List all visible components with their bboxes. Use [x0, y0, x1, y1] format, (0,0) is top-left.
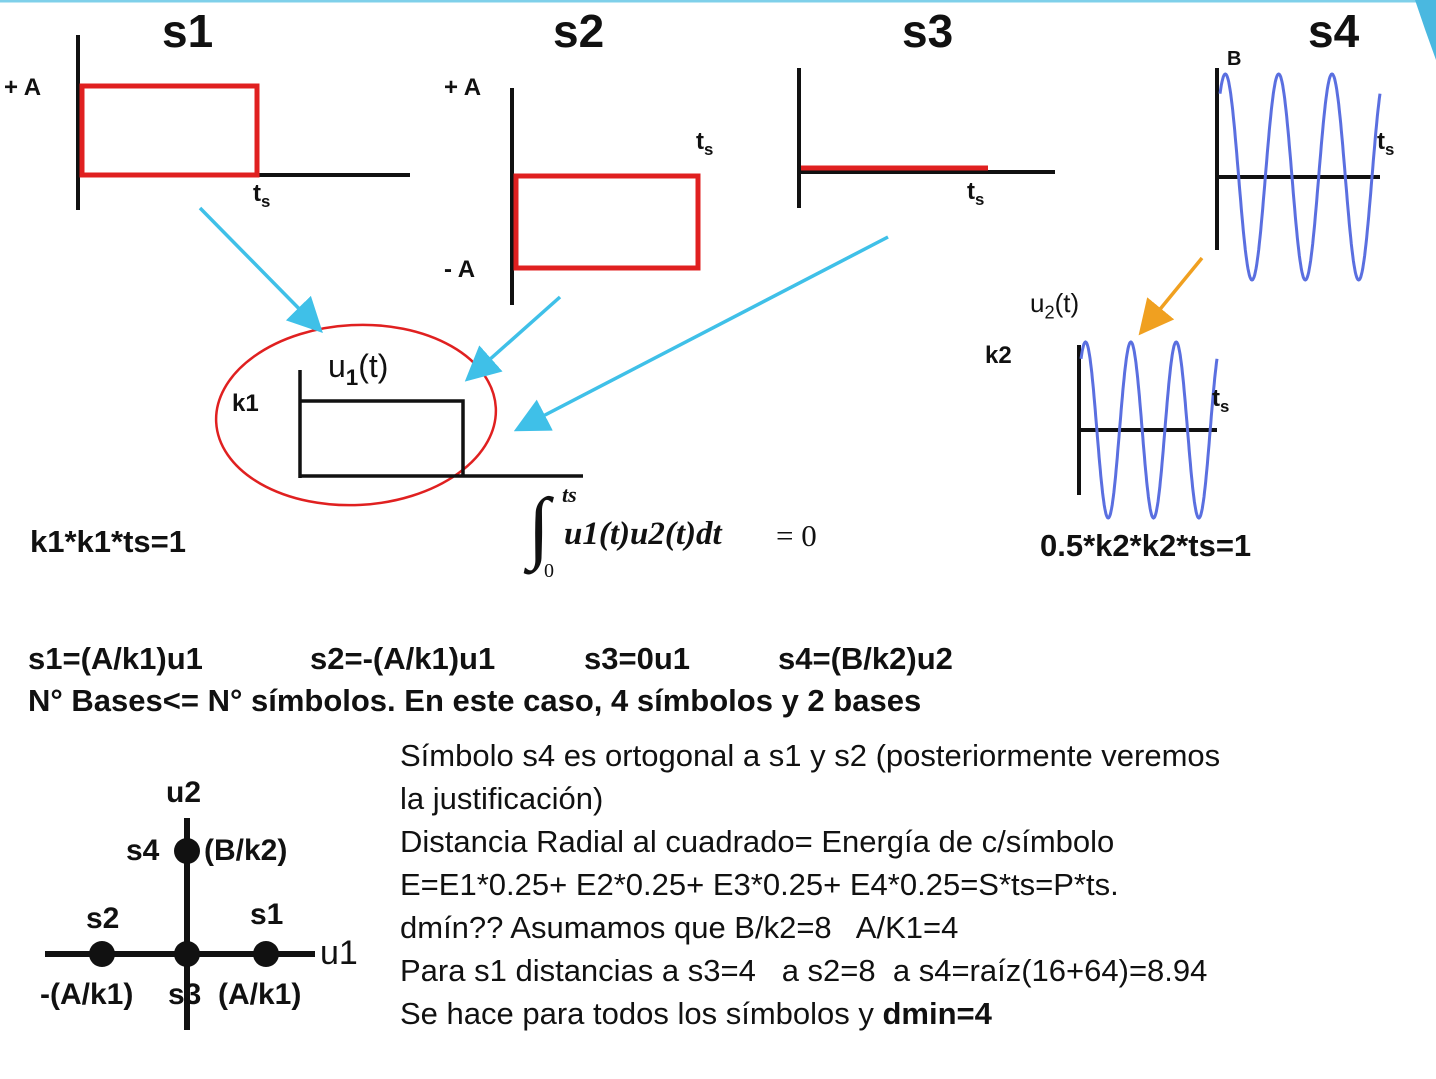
s4-ts-label: ts	[1377, 128, 1394, 160]
u1-title-sub: 1	[345, 364, 359, 390]
s2-ts-t: t	[696, 128, 704, 155]
arrow-s1-to-u1	[198, 206, 323, 333]
u1-title-u: u	[328, 348, 346, 384]
basis-u1-plot	[214, 323, 583, 507]
s1-title: s1	[162, 5, 214, 57]
s3-ts-label: ts	[967, 178, 984, 210]
u2-ts-t: t	[1212, 385, 1220, 412]
expression-s4: s4=(B/k2)u2	[778, 641, 953, 676]
integral-rhs: = 0	[776, 518, 817, 553]
constellation-s3-label: s3	[168, 978, 202, 1011]
s4-amplitude-label: B	[1227, 48, 1242, 70]
u2-title-rest: (t)	[1054, 288, 1080, 318]
constellation-plot	[45, 818, 315, 1030]
constellation-s2-label: s2	[86, 902, 120, 935]
u1-title: u1(t)	[328, 348, 388, 391]
note-line-7-text: Se hace para todos los símbolos y	[400, 996, 883, 1031]
note-line-7: Se hace para todos los símbolos y dmin=4	[400, 992, 1420, 1035]
constellation-s4-label: s4	[126, 834, 160, 867]
arrow-s2-to-u1	[464, 295, 562, 382]
orthogonality-integral: ∫ ts 0 u1(t)u2(t)dt = 0	[528, 482, 848, 582]
signal-s3-plot	[797, 68, 1055, 208]
s4-sine-wave	[1218, 72, 1382, 282]
s3-ts-s: s	[975, 189, 985, 209]
norm-equation-k2: 0.5*k2*k2*ts=1	[1040, 528, 1252, 563]
constellation-point-s2	[89, 941, 115, 967]
note-line-4: E=E1*0.25+ E2*0.25+ E3*0.25+ E4*0.25=S*t…	[400, 867, 1119, 902]
u1-title-rest: (t)	[358, 348, 389, 384]
s4-ts-t: t	[1377, 128, 1385, 155]
u2-title-u: u	[1030, 288, 1045, 318]
constellation-point-s3	[174, 941, 200, 967]
u1-k1-label: k1	[232, 390, 259, 417]
u2-title-sub: 2	[1044, 302, 1055, 323]
note-line-1: Símbolo s4 es ortogonal a s1 y s2 (poste…	[400, 738, 1221, 773]
expression-s3: s3=0u1	[584, 641, 691, 676]
s3-title: s3	[902, 5, 954, 57]
s4-title: s4	[1308, 5, 1360, 57]
constellation-point-s1	[253, 941, 279, 967]
integral-lower-limit: 0	[544, 560, 554, 582]
s2-ts-s: s	[704, 139, 714, 159]
constellation-s1-label: s1	[250, 898, 284, 931]
note-line-6: Para s1 distancias a s3=4 a s2=8 a s4=ra…	[400, 953, 1208, 988]
s1-ts-t: t	[253, 180, 261, 207]
constellation-negative-coordinate: -(A/k1)	[40, 978, 134, 1011]
note-line-5: dmín?? Asumamos que B/k2=8 A/K1=4	[400, 910, 959, 945]
s3-ts-t: t	[967, 178, 975, 205]
s1-ts-label: ts	[253, 180, 270, 212]
u1-highlight-circle	[214, 323, 498, 507]
arrow-s3-to-u1	[513, 235, 889, 432]
integral-body: u1(t)u2(t)dt	[564, 516, 722, 552]
integral-sign: ∫	[528, 483, 550, 571]
notes-block: Símbolo s4 es ortogonal a s1 y s2 (poste…	[400, 734, 1420, 1035]
norm-equation-k1: k1*k1*ts=1	[30, 524, 186, 559]
s4-ts-s: s	[1385, 139, 1395, 159]
s1-ts-s: s	[261, 191, 271, 211]
expression-s2: s2=-(A/k1)u1	[310, 641, 496, 676]
expression-s1: s1=(A/k1)u1	[28, 641, 203, 676]
note-line-3: Distancia Radial al cuadrado= Energía de…	[400, 824, 1115, 859]
arrow-s4-to-u2	[1138, 256, 1204, 336]
integral-upper-limit: ts	[562, 482, 577, 507]
bases-statement: N° Bases<= N° símbolos. En este caso, 4 …	[28, 683, 922, 718]
s2-pulse	[513, 173, 701, 271]
s2-title: s2	[553, 5, 605, 57]
u2-title: u2(t)	[1030, 288, 1079, 323]
s2-minus-amplitude-label: - A	[444, 256, 476, 283]
u2-k2-label: k2	[985, 342, 1012, 369]
constellation-positive-coordinate: (A/k1)	[218, 978, 302, 1011]
signal-s1-plot	[76, 35, 410, 210]
s2-plus-amplitude-label: + A	[444, 74, 482, 101]
signal-s4-plot	[1215, 68, 1382, 282]
corner-accent	[1415, 0, 1436, 60]
constellation-u1-label: u1	[320, 934, 358, 972]
u1-pulse	[300, 399, 465, 476]
s1-amplitude-label: + A	[4, 74, 42, 101]
constellation-u2-label: u2	[166, 776, 202, 809]
constellation-s4-coordinate: (B/k2)	[204, 834, 288, 867]
u2-sine-wave	[1079, 340, 1219, 520]
u2-ts-label: ts	[1212, 385, 1229, 417]
s2-ts-label: ts	[696, 128, 713, 160]
constellation-point-s4	[174, 838, 200, 864]
note-line-7-bold: dmin=4	[882, 996, 992, 1031]
u2-ts-s: s	[1220, 396, 1230, 416]
signal-s2-plot	[510, 88, 701, 305]
s1-pulse	[79, 83, 260, 178]
basis-u2-plot	[1077, 340, 1219, 520]
note-line-2: la justificación)	[400, 781, 604, 816]
